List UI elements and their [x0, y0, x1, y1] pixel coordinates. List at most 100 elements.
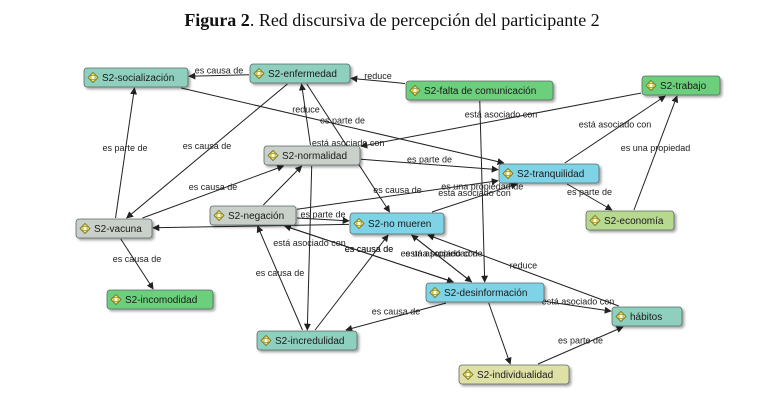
code-icon-center — [592, 218, 598, 223]
edge-label: reduce — [292, 105, 320, 115]
edge-falta-desinformacion — [479, 100, 489, 283]
node-vacuna[interactable]: S2-vacuna — [75, 218, 153, 239]
edge-vacuna-normalidad — [142, 164, 285, 219]
edge-label: está asociado con — [465, 110, 538, 120]
edge-label: es causa de — [183, 141, 232, 151]
node-desinformacion[interactable]: S2-desinformación — [425, 282, 545, 303]
code-icon-center — [412, 88, 418, 93]
node-tranquilidad[interactable]: S2-tranquilidad — [498, 163, 600, 184]
node-box — [611, 306, 683, 327]
edge-desinformacion-habitos — [544, 300, 612, 314]
edge-label: reduce — [510, 261, 538, 271]
caption-label: Figura 2 — [184, 10, 250, 30]
node-box — [425, 282, 545, 303]
edge-label: está asociado con — [579, 120, 652, 130]
edge-desinformacion-incredulidad — [345, 302, 447, 332]
node-box — [405, 80, 554, 101]
edge-label: es una propiedad de — [441, 182, 523, 192]
edge-label: es parte de — [407, 154, 452, 164]
node-label: S2-vacuna — [94, 224, 142, 235]
node-box — [83, 67, 189, 88]
edge-label: está asociado con — [312, 138, 385, 148]
caption-text: . Red discursiva de percepción del parti… — [249, 10, 600, 30]
node-box — [249, 63, 351, 84]
node-box — [106, 289, 214, 310]
edge-nomueren-vacuna — [152, 223, 350, 232]
edge-tranquilidad-trabajo — [564, 95, 666, 164]
edge-incredulidad-negacion — [256, 225, 303, 331]
code-icon-center — [270, 153, 276, 158]
edge-label: está asociado con — [438, 188, 511, 198]
edge-economia-trabajo — [633, 95, 679, 211]
node-label: hábitos — [630, 312, 662, 323]
edge-label: es causa de — [189, 182, 238, 192]
edge-normalidad-incredulidad — [303, 165, 313, 331]
edge-nomueren-desinformacion — [411, 234, 473, 283]
node-label: S2-economía — [604, 216, 664, 227]
code-icon-center — [113, 297, 119, 302]
edge-label: está asociado con — [273, 238, 346, 248]
node-label: S2-individualidad — [477, 370, 553, 381]
edge-normalidad-tranquilidad — [360, 158, 499, 173]
edge-label: está asociado con — [405, 249, 478, 259]
node-box — [209, 205, 297, 226]
code-icon-center — [432, 290, 438, 295]
edge-label: es parte de — [320, 116, 365, 126]
node-socializacion[interactable]: S2-socialización — [83, 67, 189, 88]
edges-layer — [115, 72, 679, 365]
edge-label: está asociado con — [542, 296, 615, 306]
node-label: S2-tranquilidad — [517, 169, 584, 180]
edge-enfermedad-socializacion — [188, 72, 250, 80]
edge-negacion-normalidad — [262, 165, 303, 206]
node-falta[interactable]: S2-falta de comunicación — [405, 80, 554, 101]
edge-incredulidad-nomueren — [314, 234, 389, 331]
node-normalidad[interactable]: S2-normalidad — [263, 145, 361, 166]
edge-individualidad-habitos — [537, 326, 624, 365]
edge-enfermedad-vacuna — [126, 83, 288, 219]
node-enfermedad[interactable]: S2-enfermedad — [249, 63, 351, 84]
edge-vacuna-socializacion — [115, 87, 138, 219]
edge-label: es causa de — [373, 185, 422, 195]
node-negacion[interactable]: S2-negación — [209, 205, 297, 226]
edge-label: es parte de — [102, 143, 147, 153]
code-icon-center — [90, 75, 96, 80]
code-icon-center — [256, 71, 262, 76]
node-label: S2-normalidad — [282, 151, 347, 162]
node-label: S2-trabajo — [660, 81, 707, 92]
node-trabajo[interactable]: S2-trabajo — [641, 75, 721, 96]
code-icon-center — [356, 221, 362, 226]
node-box — [263, 145, 361, 166]
node-individualidad[interactable]: S2-individualidad — [458, 364, 570, 385]
node-label: S2-incomodidad — [125, 295, 197, 306]
code-icon-center — [618, 314, 624, 319]
edge-label: es parte de — [300, 209, 345, 219]
node-box — [75, 218, 153, 239]
code-icon-center — [82, 226, 88, 231]
edge-label: es parte de — [567, 187, 612, 197]
node-habitos[interactable]: hábitos — [611, 306, 683, 327]
edge-label: es parte de — [558, 336, 603, 346]
code-icon-center — [216, 213, 222, 218]
edge-desinformacion-individualidad — [488, 302, 512, 365]
node-economia[interactable]: S2-economía — [585, 210, 675, 231]
node-label: S2-socialización — [102, 73, 174, 84]
edge-normalidad-enfermedad — [298, 83, 311, 146]
node-label: S2-enfermedad — [268, 69, 337, 80]
edge-negacion-tranquilidad — [296, 178, 499, 210]
node-label: S2-falta de comunicación — [424, 86, 536, 97]
code-icon-center — [465, 372, 471, 377]
node-incomodidad[interactable]: S2-incomodidad — [106, 289, 214, 310]
edge-habitos-nomueren — [427, 233, 619, 307]
node-box — [349, 212, 445, 235]
edge-label: es causa de — [256, 268, 305, 278]
edge-label: reduce — [364, 71, 392, 81]
node-nomueren[interactable]: S2-no mueren — [349, 212, 445, 235]
node-label: S2-no mueren — [368, 219, 431, 230]
edge-label: es causa de — [345, 244, 394, 254]
node-incredulidad[interactable]: S2-incredulidad — [256, 330, 358, 351]
edge-label: es causa de — [345, 244, 394, 254]
node-box — [458, 364, 570, 385]
